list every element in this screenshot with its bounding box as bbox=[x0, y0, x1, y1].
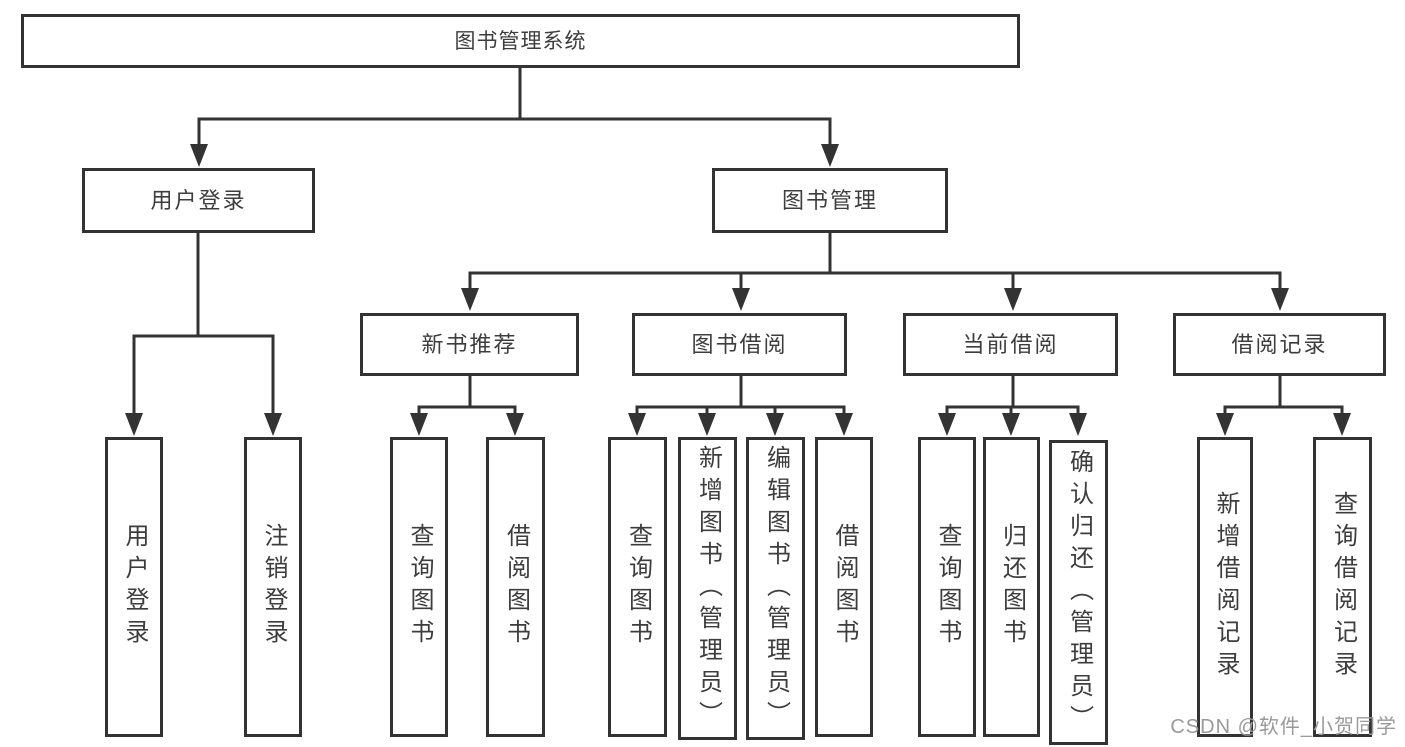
node-label: 新书推荐 bbox=[421, 331, 518, 357]
node-label: 新增借阅记录 bbox=[1212, 491, 1239, 683]
leaf-return-books: 归还图书 bbox=[983, 437, 1040, 737]
node-label: 查询图书 bbox=[624, 523, 652, 651]
leaf-query-books-recommend: 查询图书 bbox=[390, 437, 448, 737]
leaf-query-books-current: 查询图书 bbox=[918, 437, 976, 737]
leaf-borrow-books-borrowing: 借阅图书 bbox=[815, 437, 873, 737]
node-book-management: 图书管理 bbox=[712, 168, 948, 233]
node-current-borrowing: 当前借阅 bbox=[903, 313, 1118, 376]
leaf-edit-book-admin: 编辑图书（管理员） bbox=[746, 437, 805, 740]
leaf-add-book-admin: 新增图书（管理员） bbox=[678, 437, 737, 740]
leaf-borrow-books-recommend: 借阅图书 bbox=[486, 437, 545, 737]
node-label: 查询借阅记录 bbox=[1329, 491, 1357, 683]
node-label: 当前借阅 bbox=[962, 331, 1059, 357]
node-borrowing-records: 借阅记录 bbox=[1173, 313, 1386, 376]
node-label: 查询图书 bbox=[406, 523, 433, 651]
leaf-user-login: 用户登录 bbox=[105, 437, 163, 737]
node-label: 借阅图书 bbox=[831, 523, 858, 651]
node-book-borrowing: 图书借阅 bbox=[632, 313, 847, 376]
node-label: 新增图书（管理员） bbox=[694, 444, 722, 733]
node-label: 用户登录 bbox=[150, 187, 247, 213]
node-user-login: 用户登录 bbox=[82, 168, 315, 233]
node-label: 编辑图书（管理员） bbox=[762, 444, 790, 733]
node-label: 借阅记录 bbox=[1231, 331, 1328, 357]
node-label: 用户登录 bbox=[121, 523, 148, 651]
node-label: 确认归还（管理员） bbox=[1065, 448, 1093, 737]
leaf-add-borrow-record: 新增借阅记录 bbox=[1197, 437, 1253, 737]
node-label: 查询图书 bbox=[934, 523, 961, 651]
node-label: 注销登录 bbox=[260, 523, 287, 651]
leaf-confirm-return-admin: 确认归还（管理员） bbox=[1049, 440, 1108, 745]
node-label: 图书借阅 bbox=[691, 331, 788, 357]
node-label: 借阅图书 bbox=[502, 523, 530, 651]
csdn-watermark: CSDN @软件_小贺同学 bbox=[1170, 716, 1397, 738]
node-library-management-system: 图书管理系统 bbox=[21, 14, 1020, 68]
node-new-book-recommend: 新书推荐 bbox=[360, 313, 579, 376]
node-label: 图书管理系统 bbox=[454, 29, 587, 53]
node-label: 归还图书 bbox=[998, 523, 1026, 651]
leaf-query-borrow-record: 查询借阅记录 bbox=[1313, 437, 1372, 737]
leaf-logout: 注销登录 bbox=[244, 437, 302, 737]
leaf-query-books-borrowing: 查询图书 bbox=[608, 437, 667, 737]
node-label: 图书管理 bbox=[781, 187, 878, 213]
